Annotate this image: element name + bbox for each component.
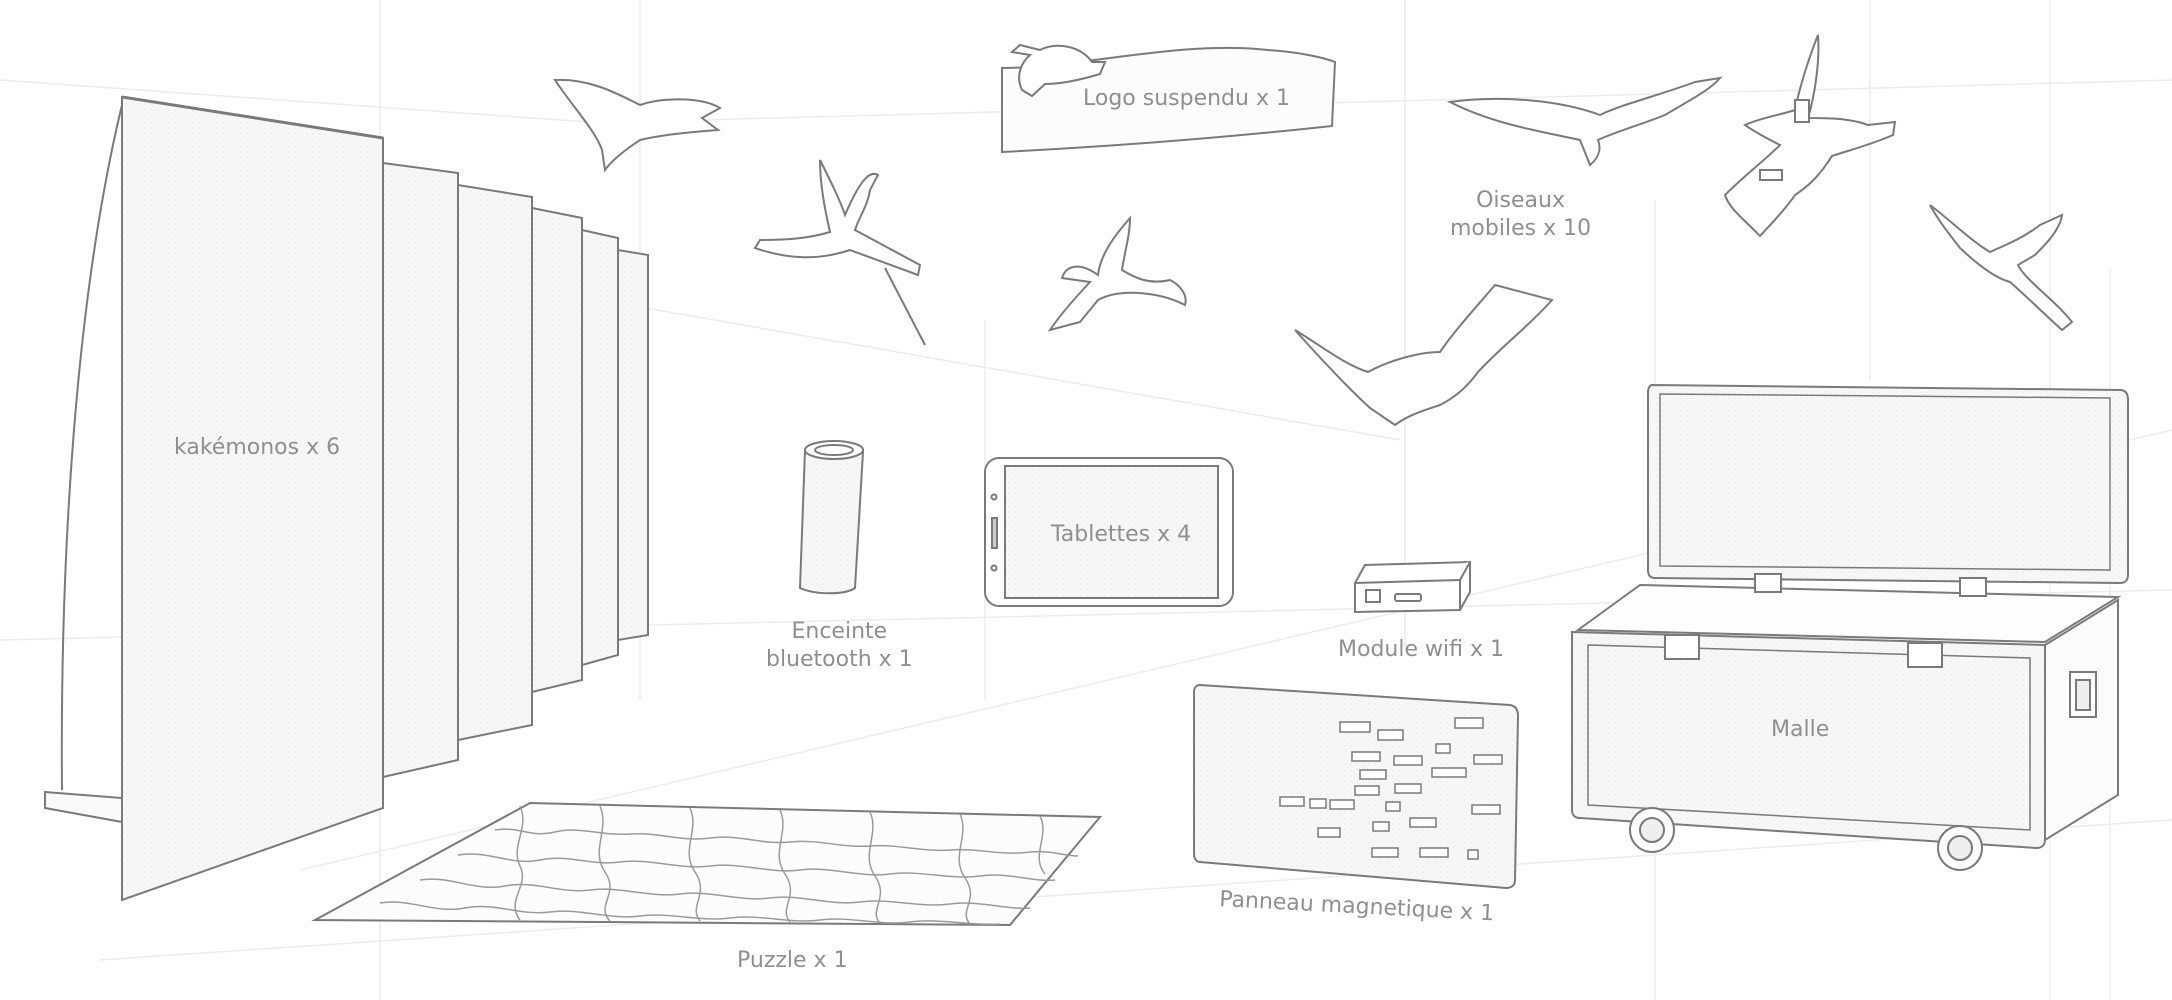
bird-3-icon [1047, 215, 1187, 332]
trunk-latch-left [1664, 634, 1700, 660]
trunk-hinge-right [1959, 577, 1987, 597]
bird-5-icon [1446, 76, 1723, 167]
banner-5 [581, 228, 619, 667]
logo-label: Logo suspendu x 1 [1083, 86, 1290, 111]
trunk-lid [1647, 383, 2129, 585]
trunk-body-front [1571, 630, 2046, 850]
bird-2-icon [753, 159, 922, 277]
magnetic-board [1193, 683, 1520, 890]
birds-label-line2: mobiles x 10 [1450, 216, 1592, 241]
trunk-latch-right [1907, 642, 1943, 668]
banner-stand-foot [44, 790, 123, 824]
trunk-body-side [2044, 598, 2119, 842]
birds-label-line1: Oiseaux [1476, 188, 1565, 213]
tablets-label: Tablettes x 4 [1051, 522, 1192, 547]
kakemono-banners [44, 95, 649, 902]
banner-4 [531, 206, 583, 694]
bird-4-icon [1294, 283, 1554, 427]
banner-3 [457, 183, 533, 742]
wifi-label: Module wifi x 1 [1338, 637, 1504, 662]
trunk-label: Malle [1771, 717, 1830, 742]
flying-birds [553, 34, 2074, 427]
birds-label: Oiseaux mobiles x 10 [1450, 187, 1591, 243]
magnet-pieces [1279, 717, 1503, 860]
puzzle-label: Puzzle x 1 [737, 948, 848, 973]
trunk-body-top [1575, 583, 2122, 644]
bird-1-icon [553, 78, 723, 173]
banner-6 [617, 248, 649, 642]
speaker-label-line1: Enceinte [791, 619, 888, 644]
banner-2 [382, 161, 459, 779]
bird-7-icon [1929, 204, 2074, 332]
logo-animal-icon [1009, 43, 1107, 98]
bird-2-stick [884, 267, 926, 346]
tablet-device [984, 457, 1234, 607]
kakemonos-label: kakémonos x 6 [174, 435, 341, 460]
trunk-hinge-left [1754, 573, 1782, 593]
banner-1 [121, 95, 384, 902]
speaker-label-line2: bluetooth x 1 [766, 647, 913, 672]
wifi-module [1354, 560, 1471, 614]
bird-6-icon [1723, 34, 1897, 238]
puzzle-mat [311, 801, 1103, 927]
speaker-label: Enceinte bluetooth x 1 [766, 618, 913, 674]
banner-stand-curve [60, 104, 123, 791]
bluetooth-speaker [798, 440, 865, 595]
hanging-logo [1001, 43, 1337, 154]
transport-trunk [1571, 383, 2129, 871]
